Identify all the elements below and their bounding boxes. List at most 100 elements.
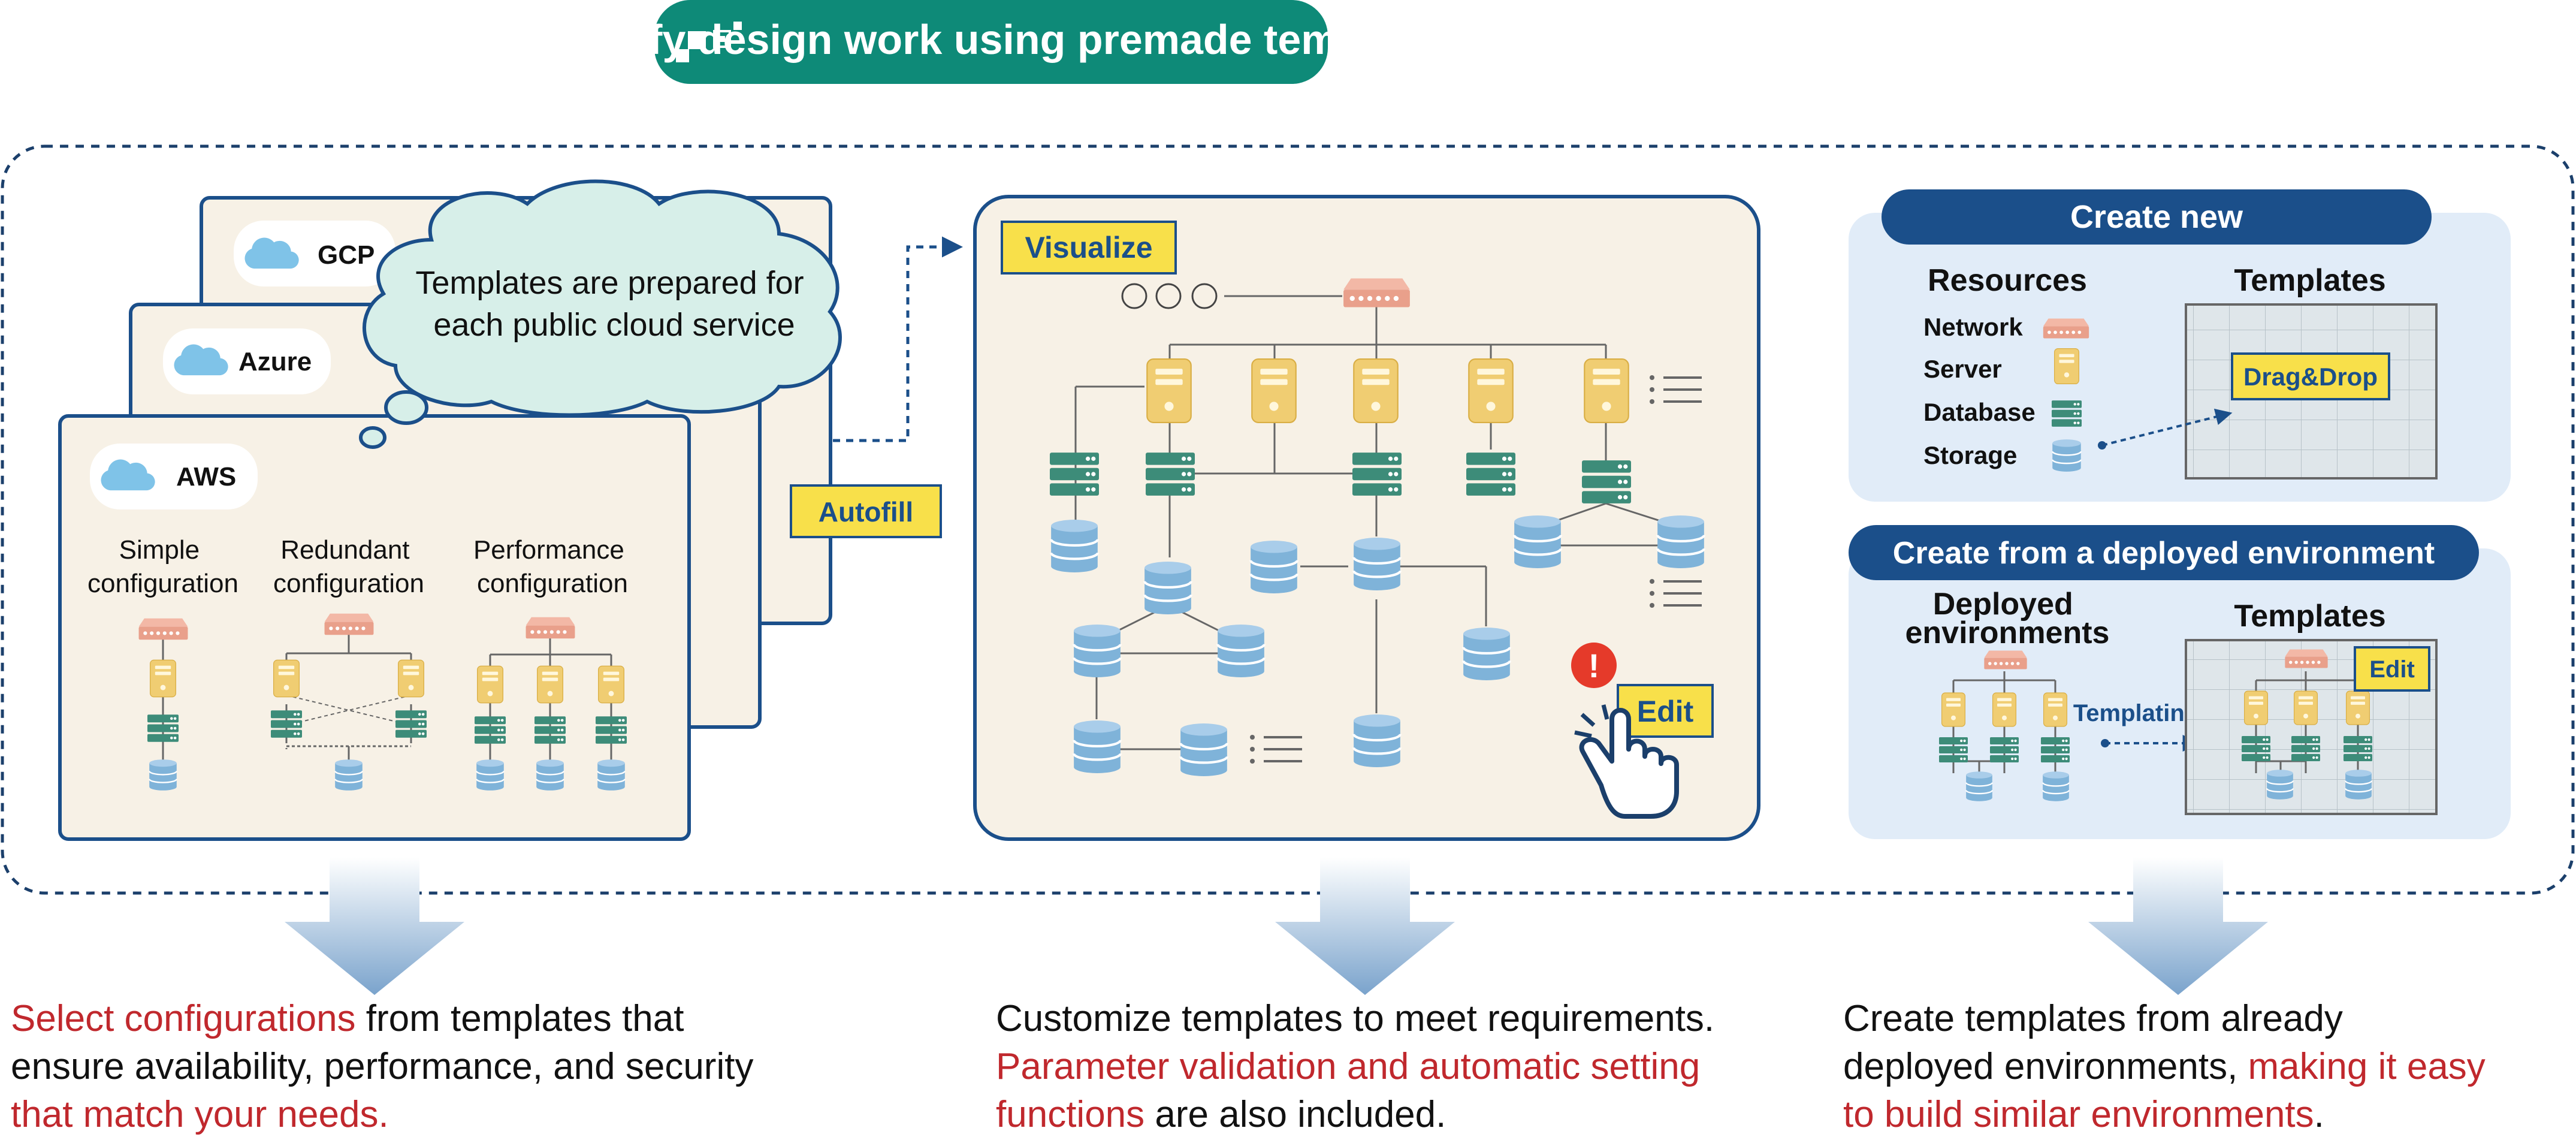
- resources-heading: Resources: [1928, 263, 2087, 298]
- corner-squares-icon: [1834, 22, 1899, 62]
- caption-right: Create templates from already deployed e…: [1843, 995, 2562, 1139]
- database-icon: [334, 758, 363, 792]
- switch-icon: [475, 716, 506, 744]
- resource-label-storage: Storage: [1923, 441, 2017, 469]
- database-icon: [2052, 438, 2082, 473]
- deployed-heading: Deployed environments: [1905, 587, 2110, 650]
- templates-heading-2: Templates: [2234, 599, 2385, 634]
- resource-label-database: Database: [1923, 398, 2036, 426]
- config-label-redundant: Redundant configuration: [273, 535, 424, 598]
- server-icon: [1941, 692, 1965, 727]
- switch-icon: [596, 716, 627, 744]
- edit-label-2: Edit: [2369, 656, 2415, 683]
- create-deployed-panel: Create from a deployed environment Deplo…: [1849, 525, 2511, 839]
- templates-heading: Templates: [2234, 263, 2385, 298]
- server-icon: [477, 665, 503, 704]
- alert-icon: [1571, 643, 1617, 688]
- database-icon: [1965, 771, 1993, 802]
- switch-icon: [2242, 736, 2270, 761]
- down-arrow-middle: [1275, 857, 1455, 995]
- switch-icon: [1466, 453, 1515, 496]
- server-icon: [2043, 692, 2067, 727]
- server-icon: [398, 659, 424, 698]
- database-icon: [1180, 723, 1227, 776]
- autofill-connector: Autofill: [790, 236, 963, 538]
- template-grid: [2185, 303, 2438, 479]
- database-icon: [149, 758, 177, 792]
- card-label-aws: AWS: [176, 462, 236, 491]
- page-title: Simplify design work using premade templ…: [523, 16, 1460, 63]
- server-icon: [1251, 358, 1297, 423]
- thought-bubble: Templates are prepared for each public c…: [359, 179, 842, 449]
- server-icon: [1584, 358, 1629, 423]
- database-icon: [536, 758, 564, 792]
- switch-icon: [395, 710, 427, 738]
- caption-right-highlight-2: to build similar environments: [1843, 1094, 2314, 1135]
- config-label-simple: Simple configuration: [87, 535, 238, 598]
- caption-right-text-2: deployed environments,: [1843, 1046, 2248, 1087]
- pointing-hand-icon: [1574, 704, 1679, 819]
- corner-squares-icon: [676, 22, 742, 62]
- card-label-gcp: GCP: [318, 240, 375, 270]
- database-icon: [1463, 628, 1510, 680]
- database-icon: [1354, 538, 1400, 590]
- switch-icon: [2052, 400, 2082, 427]
- caption-right-text-1: Create templates from already: [1843, 998, 2343, 1039]
- server-icon: [150, 659, 176, 698]
- templating-label: Templating: [2073, 700, 2199, 726]
- server-icon: [537, 665, 563, 704]
- database-icon: [2266, 769, 2294, 800]
- create-deployed-title: Create from a deployed environment: [1893, 536, 2435, 571]
- server-icon: [2054, 348, 2079, 385]
- caption-middle-highlight-1: Parameter validation and automatic setti…: [996, 1046, 1701, 1087]
- caption-left-text-2: ensure availability, performance, and se…: [11, 1046, 754, 1087]
- database-icon: [1051, 520, 1098, 572]
- database-icon: [476, 758, 505, 792]
- server-icon: [2294, 690, 2318, 725]
- router-icon: [324, 613, 374, 635]
- switch-icon: [1050, 453, 1099, 496]
- caption-middle: Customize templates to meet requirements…: [996, 995, 1835, 1139]
- caption-right-highlight-1: making it easy: [2248, 1046, 2486, 1087]
- create-new-panel: Create new Resources Templates Network S…: [1849, 189, 2511, 502]
- redundant-config-topology: [271, 613, 427, 792]
- caption-left-highlight-1: Select configurations: [11, 998, 356, 1039]
- deployed-topology: [1939, 650, 2070, 802]
- switch-icon: [1990, 737, 2019, 762]
- server-icon: [1353, 358, 1399, 423]
- drag-drop-label: Drag&Drop: [2243, 363, 2378, 391]
- caption-middle-text-2: are also included.: [1144, 1094, 1446, 1135]
- router-icon: [138, 618, 188, 640]
- router-icon: [2043, 318, 2089, 339]
- server-icon: [273, 659, 300, 698]
- switch-icon: [534, 716, 566, 744]
- switch-icon: [2344, 736, 2372, 761]
- database-icon: [1074, 625, 1121, 677]
- server-icon: [1468, 358, 1514, 423]
- autofill-label: Autofill: [819, 496, 913, 527]
- create-new-title: Create new: [2070, 199, 2243, 235]
- caption-right-text-3: .: [2314, 1094, 2324, 1135]
- simple-config-topology: [138, 618, 188, 792]
- switch-icon: [147, 714, 179, 742]
- database-icon: [1218, 625, 1264, 677]
- visualize-panel: Visualize: [973, 195, 1760, 841]
- down-arrow-left: [285, 857, 464, 995]
- config-label-performance: Performance configuration: [473, 535, 632, 598]
- resource-label-server: Server: [1923, 355, 2002, 383]
- switch-icon: [2291, 736, 2320, 761]
- edit-label: Edit: [1637, 695, 1694, 728]
- caption-middle-text-1: Customize templates to meet requirements…: [996, 998, 1715, 1039]
- router-icon: [2285, 649, 2328, 668]
- switch-icon: [1146, 453, 1195, 496]
- server-icon: [1992, 692, 2016, 727]
- database-icon: [597, 758, 626, 792]
- server-icon: [2244, 690, 2268, 725]
- switch-icon: [1582, 460, 1631, 503]
- template-card-aws: AWS Simple configuration Redundant confi…: [58, 414, 691, 841]
- bubble-text: Templates are prepared for each public c…: [415, 265, 813, 343]
- dotted-frame: [1, 144, 2575, 895]
- caption-left-text-1: from templates that: [355, 998, 684, 1039]
- database-icon: [2345, 769, 2372, 800]
